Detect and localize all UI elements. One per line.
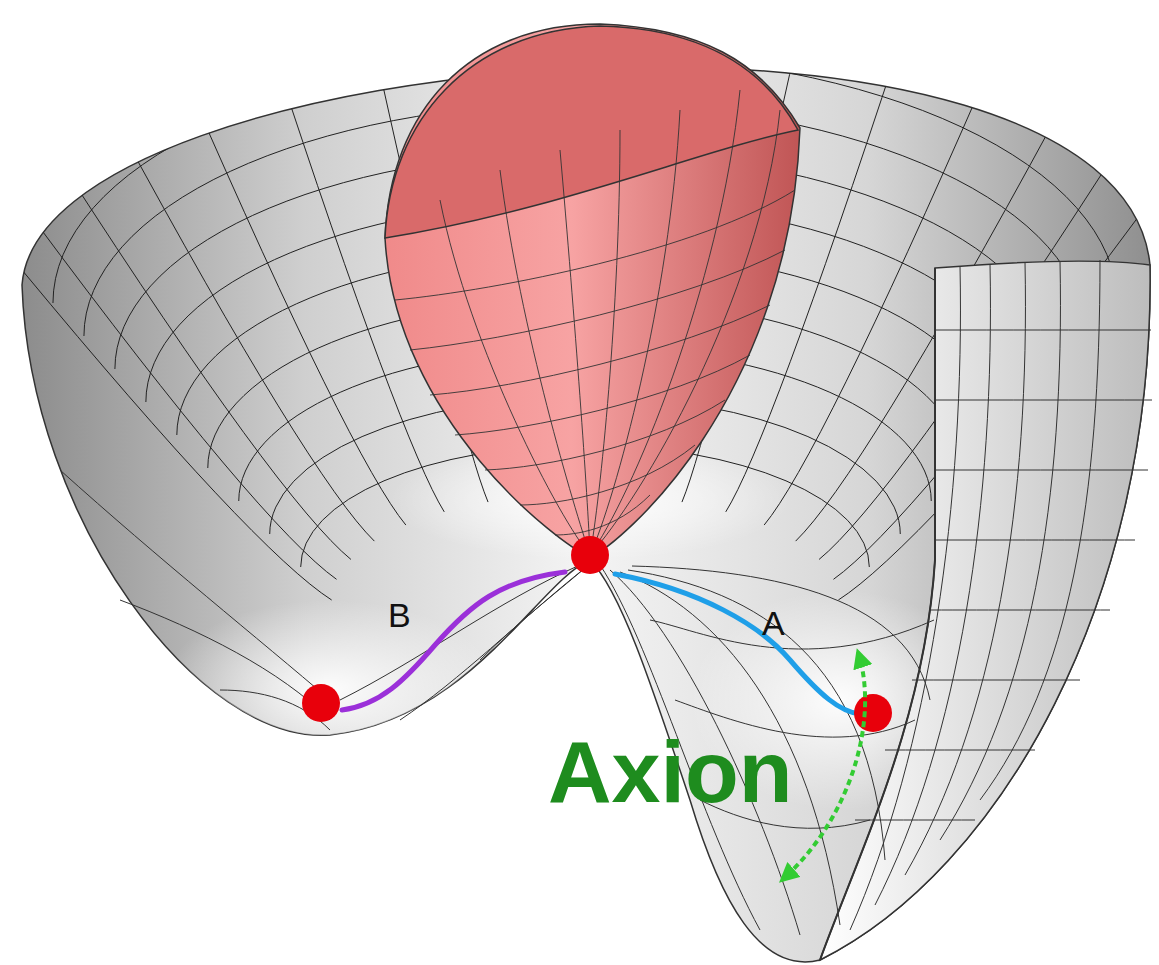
grid-line (22, 270, 332, 600)
path-label-text: B (388, 596, 411, 634)
grid-line (33, 218, 337, 579)
central-peak-opening (385, 26, 798, 238)
grid-line (117, 123, 374, 541)
path-label-text: A (762, 604, 785, 642)
path-b (342, 572, 565, 710)
axion-label: Axion (548, 728, 792, 816)
grid-line (65, 169, 351, 560)
cut-face-grid (850, 260, 1152, 930)
axion-arrow (782, 652, 865, 880)
vacuum-dot (854, 694, 892, 732)
cut-face (820, 261, 1150, 960)
path-a (615, 574, 860, 714)
front-left-grid (60, 470, 592, 730)
vacuum-dot (302, 684, 340, 722)
path-label: B (388, 598, 411, 632)
vacuum-dot (571, 536, 609, 574)
path-label: A (762, 606, 785, 640)
peak-grid (395, 90, 795, 555)
central-peak (385, 24, 800, 557)
axion-label-text: Axion (548, 722, 792, 821)
